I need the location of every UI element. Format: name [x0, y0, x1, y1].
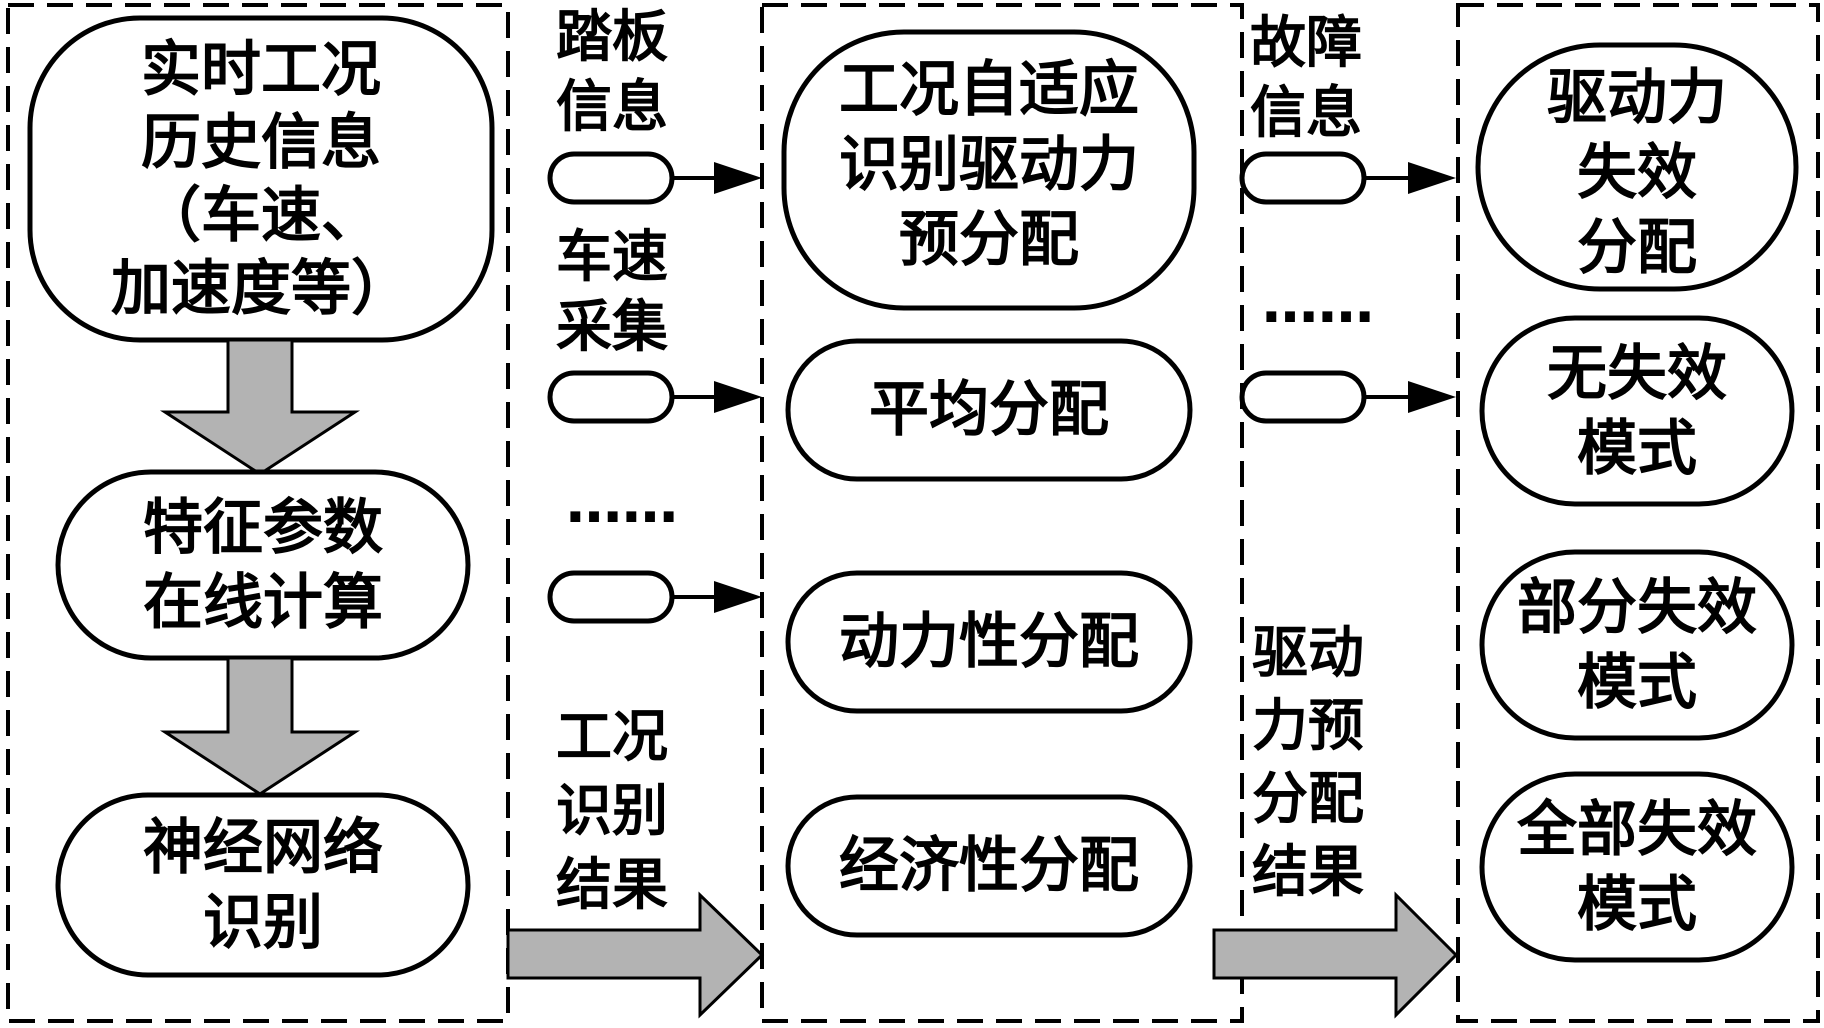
neural-net-line-1: 神经网络: [143, 813, 383, 883]
no-failure-line-1: 无失效: [1547, 339, 1727, 409]
fault-signal-pill: [1239, 151, 1367, 205]
history-info-line-3: （车速、: [141, 181, 381, 251]
power-allocation-box: [785, 570, 1193, 714]
adaptive-line-3: 预分配: [899, 205, 1079, 275]
power-allocation-label: 动力性分配: [839, 607, 1139, 677]
partial-failure-line-2: 模式: [1577, 648, 1697, 718]
speed-label-line-2: 采集: [556, 295, 668, 360]
pedal-label-line-2: 信息: [556, 75, 668, 140]
speed-arrow-head: [714, 381, 762, 413]
panel-right: [1456, 3, 1820, 1023]
economy-allocation-box: [785, 794, 1193, 938]
right-arrow-1: [506, 891, 765, 1019]
feature-calc-line-1: 特征参数: [143, 493, 383, 563]
fault-label-line-2: 信息: [1250, 81, 1362, 146]
adaptive-line-1: 工况自适应: [839, 55, 1139, 125]
failure-allocation-line-3: 分配: [1577, 213, 1697, 283]
panel-left-border: [6, 3, 510, 1023]
result-label-line-3: 结果: [556, 853, 668, 918]
fault-label-line-1: 故障: [1250, 11, 1362, 76]
other-arrow-head: [714, 581, 762, 613]
failure-allocation-box: [1475, 42, 1799, 292]
total-failure-line-1: 全部失效: [1516, 795, 1757, 865]
pedal-arrow-head: [714, 162, 762, 194]
prealloc-label-line-2: 力预: [1252, 694, 1364, 759]
pedal-label-line-1: 踏板: [556, 5, 668, 70]
neural-net-line-2: 识别: [203, 888, 323, 958]
result-label-line-1: 工况: [556, 705, 668, 770]
neural-net-box: [55, 792, 471, 978]
partial-failure-line-1: 部分失效: [1517, 573, 1757, 643]
history-info-line-4: 加速度等）: [111, 254, 411, 324]
other-signal-pill: [547, 570, 675, 624]
panel-middle-border: [760, 3, 1244, 1023]
other-fault-pill: [1239, 370, 1367, 424]
feature-calc-line-2: 在线计算: [143, 568, 383, 638]
economy-allocation-label: 经济性分配: [839, 831, 1139, 901]
failure-allocation-line-1: 驱动力: [1547, 63, 1727, 133]
fault-ellipsis: ……: [1262, 271, 1374, 336]
no-failure-line-2: 模式: [1577, 414, 1697, 484]
adaptive-line-2: 识别驱动力: [839, 130, 1139, 200]
speed-signal-pill: [547, 370, 675, 424]
no-failure-mode-box: [1479, 315, 1795, 507]
history-info-line-1: 实时工况: [141, 35, 381, 105]
result-label-line-2: 识别: [556, 779, 668, 844]
down-arrow-1: [159, 338, 361, 476]
down-arrow-2: [159, 656, 361, 796]
history-info-line-2: 历史信息: [141, 108, 381, 178]
panel-middle: [760, 3, 1244, 1023]
panel-left: [6, 3, 510, 1023]
average-allocation-label: 平均分配: [869, 375, 1109, 445]
inputs-ellipsis: ……: [566, 471, 678, 536]
adaptive-allocation-box: [781, 29, 1197, 311]
speed-label-line-1: 车速: [556, 225, 668, 290]
right-arrow-2: [1212, 891, 1459, 1019]
prealloc-label-line-4: 结果: [1252, 840, 1364, 905]
failure-allocation-line-2: 失效: [1577, 138, 1697, 208]
prealloc-label-line-1: 驱动: [1252, 621, 1364, 686]
other-fault-arrow-head: [1408, 381, 1456, 413]
total-failure-line-2: 模式: [1577, 870, 1697, 940]
pedal-signal-pill: [547, 151, 675, 205]
partial-failure-mode-box: [1479, 549, 1795, 741]
fault-arrow-head: [1408, 162, 1456, 194]
average-allocation-box: [785, 338, 1193, 482]
panel-right-border: [1456, 3, 1820, 1023]
total-failure-mode-box: [1479, 771, 1795, 963]
prealloc-label-line-3: 分配: [1252, 767, 1364, 832]
